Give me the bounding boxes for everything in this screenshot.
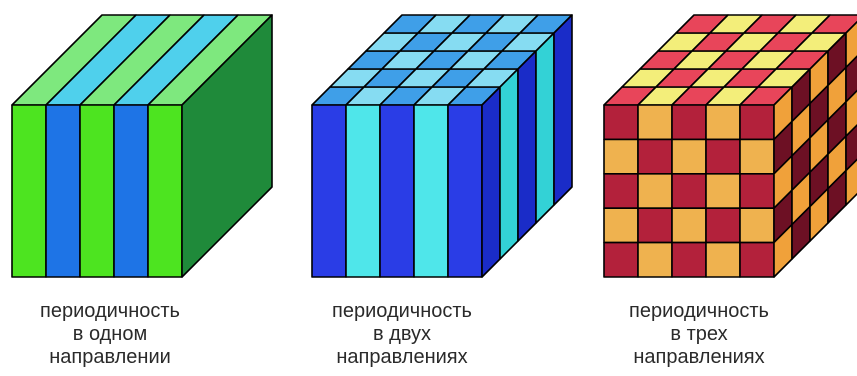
front-stripe — [379, 104, 415, 278]
front-cell — [671, 173, 707, 209]
cubes-canvas — [11, 14, 857, 278]
front-cell — [603, 241, 639, 278]
side-cell — [845, 20, 857, 69]
front-cell — [603, 173, 639, 209]
caption-line: направлениях — [633, 346, 765, 368]
front-stripe — [79, 104, 115, 278]
caption-line: в трех — [670, 323, 728, 345]
front-cell — [705, 241, 741, 278]
front-cell — [637, 173, 673, 209]
front-cell — [671, 241, 707, 278]
front-stripe — [45, 104, 81, 278]
front-cell — [739, 138, 775, 175]
caption-one-direction: периодичность в одном направлении — [0, 300, 220, 369]
front-stripe — [413, 104, 449, 278]
side-cell — [845, 89, 857, 137]
front-cell — [739, 104, 775, 141]
front-cell — [739, 173, 775, 209]
front-stripe — [345, 104, 381, 278]
front-cell — [603, 104, 639, 141]
front-cell — [705, 173, 741, 209]
front-cell — [671, 104, 707, 141]
front-cell — [739, 207, 775, 244]
side-stripe — [553, 14, 573, 206]
front-cell — [637, 241, 673, 278]
front-stripe — [147, 104, 183, 278]
side-cell — [845, 55, 857, 103]
caption-line: периодичность — [629, 300, 769, 322]
front-cell — [637, 207, 673, 244]
caption-three-directions: периодичность в трех направлениях — [589, 300, 809, 369]
caption-line: направлениях — [336, 346, 468, 368]
front-cell — [637, 138, 673, 175]
side-stripe — [535, 32, 555, 224]
top-cell — [811, 14, 857, 34]
side-stripe — [481, 86, 501, 278]
front-stripe — [311, 104, 347, 278]
side-face — [181, 14, 273, 278]
side-cell — [845, 124, 857, 172]
front-stripe — [447, 104, 483, 278]
side-cell — [845, 158, 857, 206]
caption-line: в одном — [72, 323, 148, 345]
front-cell — [739, 241, 775, 278]
front-cell — [705, 207, 741, 244]
front-cell — [671, 138, 707, 175]
front-cell — [637, 104, 673, 141]
caption-line: периодичность — [40, 300, 180, 322]
front-cell — [705, 138, 741, 175]
front-cell — [705, 104, 741, 141]
caption-line: периодичность — [332, 300, 472, 322]
front-cell — [603, 207, 639, 244]
front-stripe — [113, 104, 149, 278]
front-cell — [603, 138, 639, 175]
front-stripe — [11, 104, 47, 278]
caption-line: направлении — [49, 346, 171, 368]
caption-two-directions: периодичность в двух направлениях — [292, 300, 512, 369]
side-stripe — [517, 50, 537, 242]
side-stripe — [499, 68, 519, 260]
front-cell — [671, 207, 707, 244]
caption-line: в двух — [372, 323, 432, 345]
